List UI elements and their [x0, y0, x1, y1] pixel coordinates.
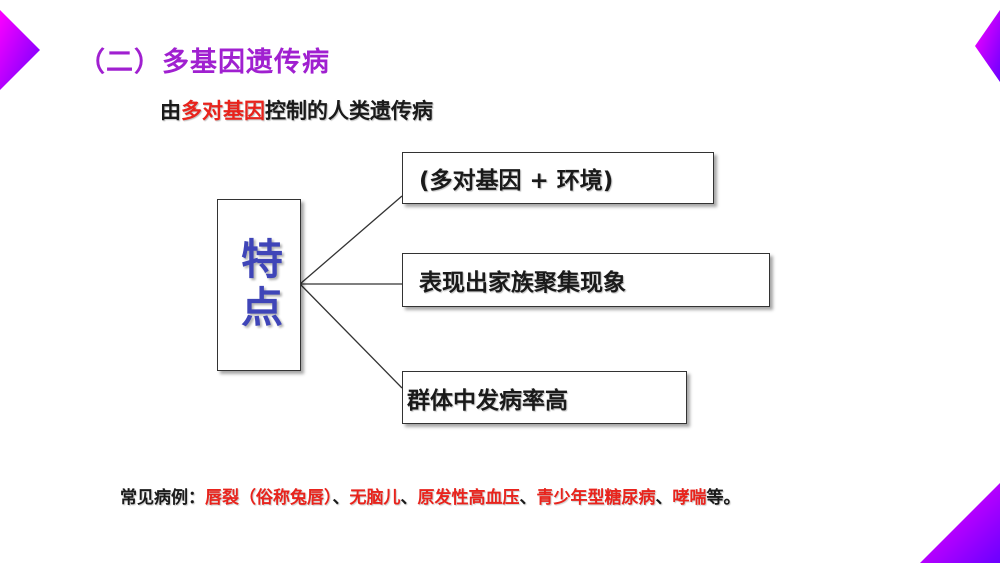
branch-box-high-incidence: 群体中发病率高 [402, 371, 687, 424]
case-separator: 、 [655, 488, 673, 508]
case-item: 唇裂（俗称兔唇） [205, 488, 333, 508]
corner-decoration-top-left [0, 10, 40, 90]
case-item: 青少年型糖尿病 [536, 488, 656, 508]
case-item: 哮喘 [672, 488, 707, 508]
characteristics-label: 特点 [234, 237, 284, 333]
connector-line-1 [299, 195, 403, 285]
definition-prefix: 由 [160, 99, 181, 123]
case-item: 原发性高血压 [417, 488, 520, 508]
definition-text: 由多对基因控制的人类遗传病 [160, 95, 433, 125]
branch-box-family-clustering: 表现出家族聚集现象 [402, 253, 770, 307]
characteristics-box: 特点 [217, 199, 301, 371]
case-item: 无脑儿 [349, 488, 401, 508]
corner-decoration-top-right [975, 10, 1000, 82]
branch-label-3: 群体中发病率高 [407, 387, 568, 414]
case-separator: 、 [400, 488, 418, 508]
branch-label-1: (多对基因 + 环境) [419, 168, 614, 194]
connector-line-3 [299, 283, 403, 389]
definition-suffix: 控制的人类遗传病 [265, 99, 433, 123]
case-separator: 、 [332, 488, 350, 508]
branch-box-genes-environment: (多对基因 + 环境) [402, 152, 714, 204]
page-title: （二）多基因遗传病 [78, 47, 330, 78]
branch-label-2: 表现出家族聚集现象 [419, 270, 626, 296]
common-cases-label: 常见病例： [120, 488, 205, 508]
common-cases-suffix: 等。 [706, 488, 741, 508]
common-cases-line: 常见病例：唇裂（俗称兔唇）、无脑儿、原发性高血压、青少年型糖尿病、哮喘等。 [120, 483, 741, 508]
definition-highlight: 多对基因 [181, 99, 265, 123]
corner-decoration-bottom-right [920, 483, 1000, 563]
case-separator: 、 [519, 488, 537, 508]
